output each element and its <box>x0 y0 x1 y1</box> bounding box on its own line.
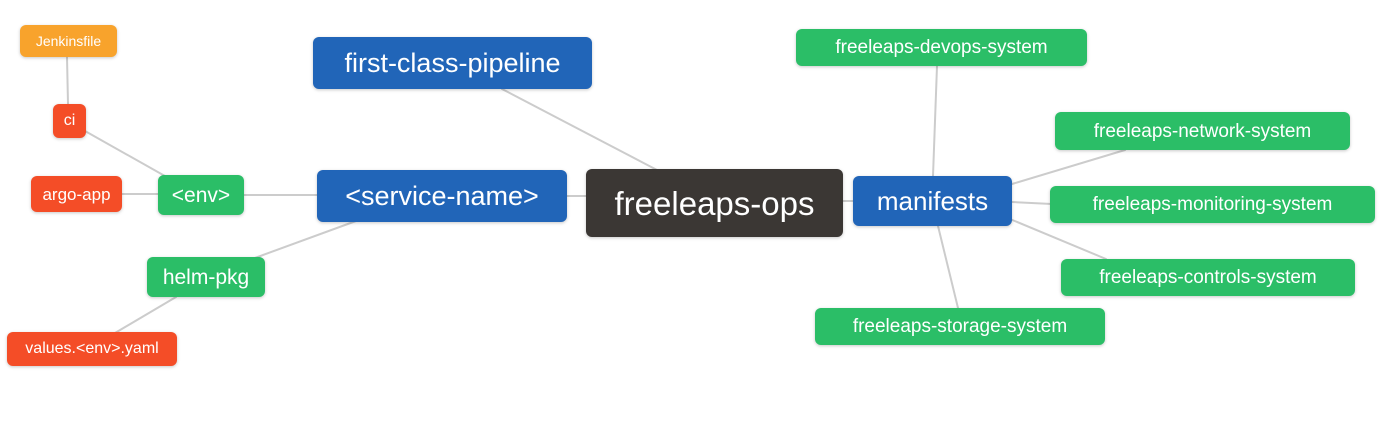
node-freeleaps-devops-system[interactable]: freeleaps-devops-system <box>796 29 1087 66</box>
edge-manifests-controls <box>1009 218 1107 260</box>
edge-manifests-devops <box>932 65 938 177</box>
node-values-env-yaml[interactable]: values.<env>.yaml <box>7 332 177 366</box>
node-argo-app[interactable]: argo-app <box>31 176 122 212</box>
node-freeleaps-network-system[interactable]: freeleaps-network-system <box>1055 112 1350 150</box>
node-freeleaps-monitoring-system[interactable]: freeleaps-monitoring-system <box>1050 186 1375 223</box>
edge-pipeline-ops <box>501 88 658 171</box>
node-jenkinsfile[interactable]: Jenkinsfile <box>20 25 117 57</box>
node-freeleaps-ops[interactable]: freeleaps-ops <box>586 169 843 237</box>
node-helm-pkg[interactable]: helm-pkg <box>147 257 265 297</box>
node-service-name[interactable]: <service-name> <box>317 170 567 222</box>
node-ci[interactable]: ci <box>53 104 86 138</box>
edge-manifests-network <box>1011 149 1126 185</box>
edge-jenkinsfile-ci <box>66 56 69 105</box>
edge-ci-env <box>84 130 173 181</box>
edge-manifests-storage <box>937 225 959 309</box>
node-first-class-pipeline[interactable]: first-class-pipeline <box>313 37 592 89</box>
node-manifests[interactable]: manifests <box>853 176 1012 226</box>
edge-manifests-monitoring <box>1011 201 1053 205</box>
node-freeleaps-controls-system[interactable]: freeleaps-controls-system <box>1061 259 1355 296</box>
node-freeleaps-storage-system[interactable]: freeleaps-storage-system <box>815 308 1105 345</box>
edge-values-helmpkg <box>114 296 177 334</box>
edge-helmpkg-servicename <box>251 220 357 260</box>
node-env[interactable]: <env> <box>158 175 244 215</box>
